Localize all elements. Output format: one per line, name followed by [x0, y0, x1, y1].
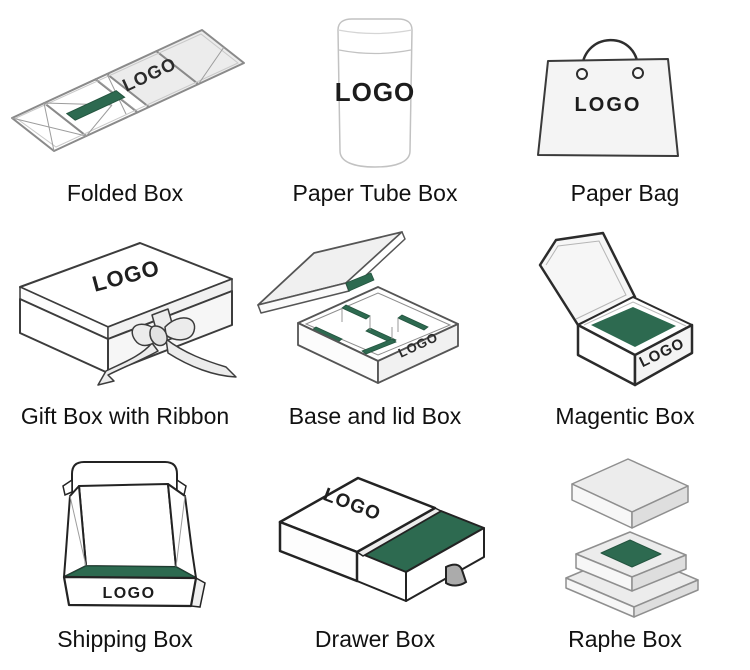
product-label: Base and lid Box — [288, 403, 462, 429]
product-label: Folded Box — [66, 180, 184, 206]
green-panel — [65, 90, 126, 121]
product-label: Gift Box with Ribbon — [20, 403, 230, 429]
product-card-gift-box-with-ribbon: LOGO Gift Box with Ribbon — [0, 223, 250, 446]
pull-tab — [445, 563, 468, 587]
divider-walls — [341, 308, 399, 339]
logo-text: LOGO — [102, 585, 155, 602]
product-card-base-and-lid-box: LOGO Base and lid Box — [250, 223, 500, 446]
product-card-shipping-box: LOGO Shipping Box — [0, 446, 250, 669]
drawer-end-face — [405, 527, 485, 602]
middle-slab — [575, 531, 687, 592]
paper-bag-illustration: LOGO — [537, 38, 679, 157]
tube-top-edge — [337, 29, 413, 35]
folded-box-illustration: LOGO — [11, 29, 245, 152]
tube-body — [337, 18, 413, 168]
ribbon-bow — [97, 308, 237, 386]
back-wall — [78, 483, 177, 568]
left-wall — [63, 485, 87, 578]
product-card-drawer-box: LOGO Drawer Box — [250, 446, 500, 669]
drawer-box-illustration: LOGO — [278, 476, 485, 602]
inner-outline — [15, 33, 239, 148]
right-wall — [167, 483, 197, 579]
green-top — [600, 539, 662, 568]
product-label: Raphe Box — [568, 626, 682, 652]
inner-rim — [583, 301, 687, 327]
lid-crease — [545, 240, 627, 320]
left-crease — [69, 495, 87, 567]
raphe-box-illustration — [565, 458, 699, 618]
front-panel — [62, 575, 198, 608]
right-crease — [175, 495, 186, 568]
product-card-raphe-box: Raphe Box — [500, 446, 750, 669]
logo-text: LOGO — [575, 94, 642, 116]
product-label: Shipping Box — [57, 626, 193, 652]
product-card-paper-bag: LOGO Paper Bag — [500, 0, 750, 223]
product-card-paper-tube-box: LOGO Paper Tube Box — [250, 0, 500, 223]
logo-text: LOGO — [335, 77, 416, 107]
flap-tab-left — [62, 478, 73, 497]
shipping-box-illustration: LOGO — [62, 461, 206, 608]
product-label: Magentic Box — [555, 403, 695, 429]
base-and-lid-illustration: LOGO — [257, 231, 459, 384]
product-label: Drawer Box — [314, 626, 436, 652]
bag-body — [537, 58, 679, 157]
sleeve-front-face — [278, 520, 359, 583]
green-interior — [591, 307, 676, 347]
magnetic-box-illustration: LOGO — [538, 231, 694, 387]
product-card-magentic-box: LOGO Magentic Box — [500, 223, 750, 446]
product-label: Paper Bag — [570, 180, 680, 206]
paper-tube-illustration: LOGO — [335, 18, 416, 168]
top-slab — [571, 458, 689, 529]
product-card-folded-box: LOGO Folded Box — [0, 0, 250, 223]
divider-green-strips — [311, 304, 429, 355]
base-tray — [297, 286, 459, 384]
lid — [257, 231, 406, 314]
product-label: Paper Tube Box — [292, 180, 458, 206]
gift-box-illustration: LOGO — [19, 242, 237, 386]
lid-green-edge — [345, 272, 375, 292]
grommet-left — [576, 68, 588, 80]
grommet-right — [632, 67, 644, 79]
front-right-wall — [633, 323, 694, 387]
lid-seam — [338, 49, 412, 55]
